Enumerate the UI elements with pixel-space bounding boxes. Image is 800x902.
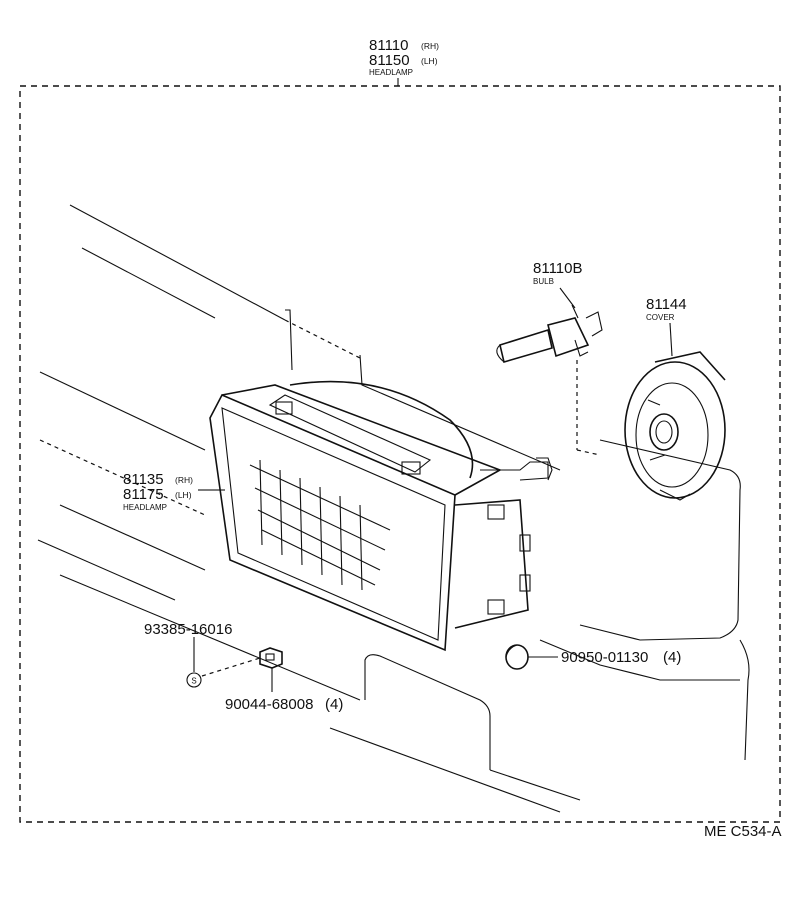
nut-icon <box>259 647 283 692</box>
desc-bulb: BULB <box>533 277 554 286</box>
grommet-icon <box>505 644 558 670</box>
desc-headlamp: HEADLAMP <box>369 68 413 77</box>
part-number-81110b: 81110B <box>533 260 583 277</box>
part-number-81110: 81110 <box>369 37 409 54</box>
cover-icon <box>624 351 726 501</box>
part-number-90044-68008: 90044-68008 <box>225 696 313 713</box>
label-grommet: 90950-01130 (4) <box>561 649 681 666</box>
part-number-81135: 81135 <box>123 471 164 488</box>
assembly-boundary <box>19 78 781 823</box>
body-panel <box>37 204 750 813</box>
bulb-leader-2 <box>576 449 601 456</box>
headlamp-unit <box>209 380 553 652</box>
part-number-81144: 81144 <box>646 296 687 313</box>
screw-leader <box>201 657 261 677</box>
side-lh-2: (LH) <box>175 490 192 500</box>
label-cover: 81144 COVER <box>646 296 687 357</box>
side-rh-2: (RH) <box>175 475 193 485</box>
label-screw: 93385-16016 <box>144 621 232 638</box>
desc-cover: COVER <box>646 313 675 322</box>
qty-nut: (4) <box>325 696 343 713</box>
desc-headlamp-2: HEADLAMP <box>123 503 167 512</box>
part-number-81175: 81175 <box>123 486 164 503</box>
lens-pattern <box>249 459 391 591</box>
diagram-code: ME C534-A <box>704 823 782 840</box>
bulb-icon <box>496 304 603 364</box>
part-number-81150: 81150 <box>369 52 410 69</box>
part-number-90950-01130: 90950-01130 <box>561 649 648 666</box>
part-number-93385-16016: 93385-16016 <box>144 621 232 638</box>
qty-grommet: (4) <box>663 649 681 666</box>
screw-symbol: S <box>191 677 196 686</box>
label-headlamp-unit: 81135 (RH) 81175 (LH) HEADLAMP <box>123 471 193 512</box>
side-lh: (LH) <box>421 56 438 66</box>
side-rh: (RH) <box>421 41 439 51</box>
label-bulb: 81110B BULB <box>533 260 583 309</box>
label-headlamp-assy: 81110 (RH) 81150 (LH) HEADLAMP <box>369 37 439 77</box>
screw-icon: S <box>186 637 202 688</box>
label-nut: 90044-68008 (4) <box>225 696 343 713</box>
